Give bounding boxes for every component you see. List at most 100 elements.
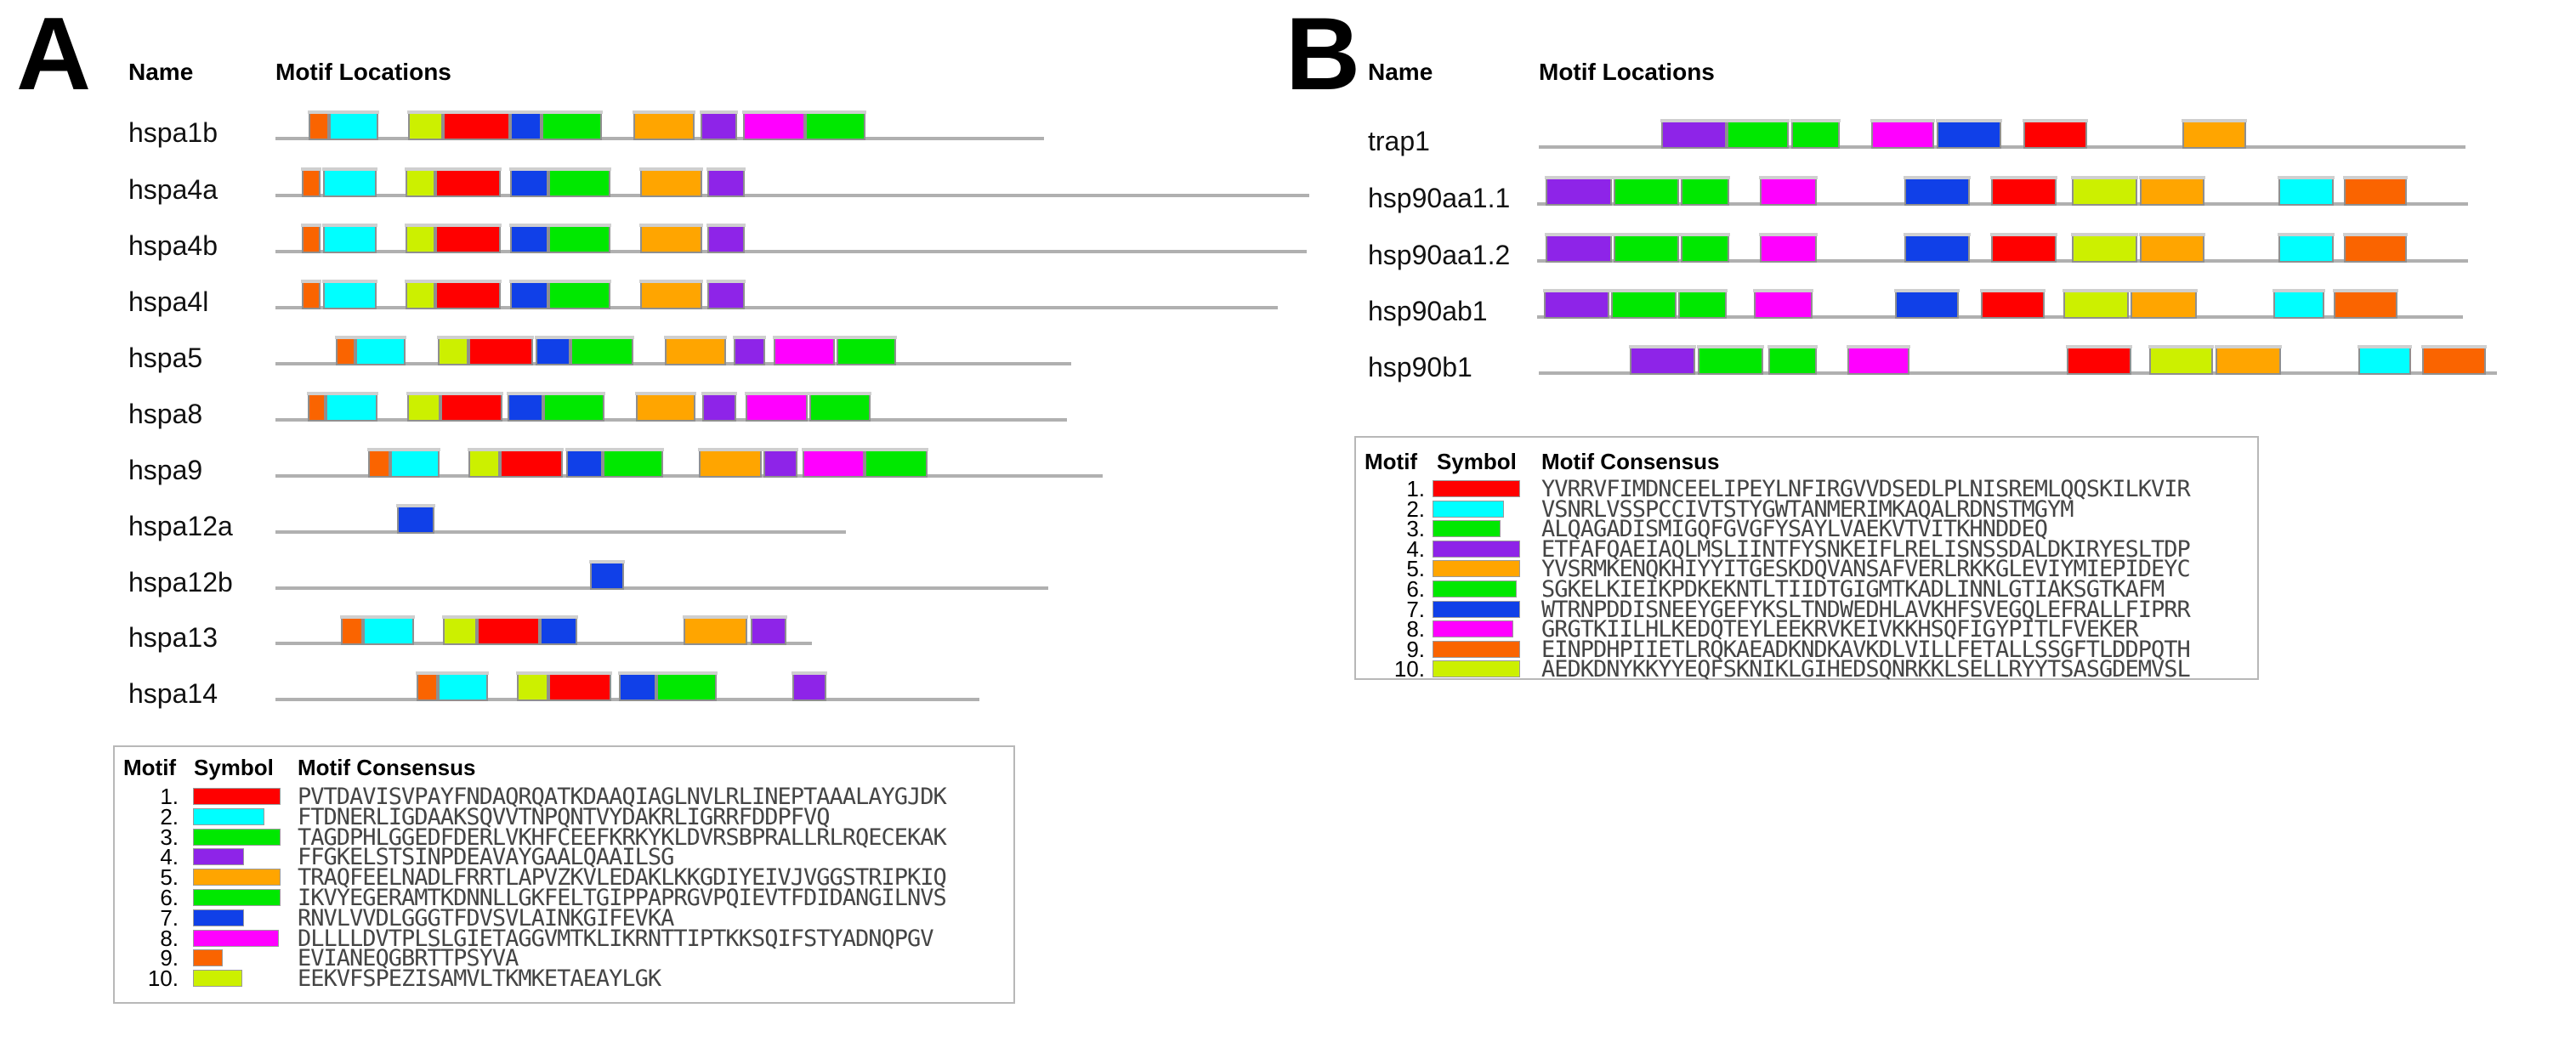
motif-box [362, 615, 415, 645]
motif-box [639, 167, 703, 197]
motif-box [406, 392, 441, 422]
column-header-name: Name [1368, 59, 1433, 85]
legend-header-symbol: Symbol [1437, 449, 1517, 474]
motif-box [468, 336, 534, 365]
motif-box [635, 392, 696, 422]
protein-sequence-line [275, 194, 1309, 197]
motif-box [548, 224, 611, 253]
legend-motif-consensus: YVRRVFIMDNCEELIPEYLNFIRGVVDSEDLPLNISREML… [1541, 476, 2191, 502]
motif-box [2139, 176, 2205, 206]
motif-box [516, 671, 549, 701]
motif-box [700, 110, 738, 140]
motif-box [1847, 345, 1910, 375]
legend-motif-number: 9. [1406, 636, 1425, 662]
legend-motif-number: 10. [147, 966, 179, 992]
motif-box [745, 392, 809, 422]
motif-box [468, 448, 501, 478]
motif-box [301, 167, 321, 197]
motif-box [509, 167, 549, 197]
motif-box [1545, 233, 1613, 263]
column-header-name: Name [128, 59, 194, 85]
protein-sequence-line [275, 586, 1048, 590]
motif-box [633, 110, 695, 140]
motif-box [1790, 119, 1841, 149]
motif-box [1936, 119, 2002, 149]
motif-box [548, 671, 612, 701]
motif-box [322, 224, 377, 253]
motif-box [804, 110, 866, 140]
legend-motif-number: 9. [160, 945, 179, 971]
motif-box [322, 167, 377, 197]
legend-header-consensus: Motif Consensus [1541, 449, 1720, 474]
legend-motif-consensus: FTDNERLIGDAAKSQVVTNPQNTVYDAKRLIGRRFDDPFV… [298, 803, 830, 830]
motif-box [1759, 176, 1818, 206]
motif-box [2333, 289, 2398, 319]
motif-box [763, 448, 798, 478]
legend-motif-consensus: EVIANEQGBRTTPSYVA [298, 945, 519, 972]
motif-box [698, 448, 763, 478]
motif-box [476, 615, 541, 645]
legend-box [1354, 436, 2259, 680]
motif-box [639, 224, 703, 253]
motif-box [535, 336, 571, 365]
protein-name-label: trap1 [1368, 126, 1430, 156]
motif-box [2139, 233, 2205, 263]
legend-motif-number: 7. [160, 904, 179, 931]
motif-box [405, 224, 436, 253]
motif-box [706, 167, 746, 197]
legend-motif-number: 1. [160, 784, 179, 809]
motif-box [416, 671, 439, 701]
motif-box [335, 336, 356, 365]
legend-motif-consensus: RNVLVVDLGGGTFDVSVLAINKGIFEVKA [298, 904, 674, 932]
legend-motif-number: 4. [160, 844, 179, 870]
legend-motif-consensus: FFGKELSTSINPDEAVAYGAALQAAILSG [298, 844, 674, 871]
legend-motif-number: 10. [1393, 656, 1425, 682]
motif-box [437, 671, 489, 701]
legend-motif-swatch [1433, 600, 1520, 618]
motif-box [509, 224, 549, 253]
legend-motif-consensus: EEKVFSPEZISAMVLTKMKETAEAYLGK [298, 966, 661, 993]
legend-motif-number: 5. [1406, 556, 1425, 582]
motif-box [509, 280, 549, 309]
motif-box [434, 167, 502, 197]
motif-box [325, 392, 378, 422]
legend-motif-swatch [193, 828, 281, 846]
legend-motif-consensus: TAGDPHLGGEDFDERLVKHFCEEFKRKYKLDVRSBPRALL… [298, 824, 947, 851]
motif-box [2358, 345, 2412, 375]
protein-name-label: hspa12a [128, 511, 233, 541]
legend-motif-swatch [193, 949, 223, 967]
legend-motif-number: 5. [160, 864, 179, 891]
protein-sequence-line [275, 250, 1307, 253]
legend-motif-number: 3. [160, 824, 179, 850]
legend-motif-consensus: IKVYEGERAMTKDNNLLGKFELTGIPPAPRGVPQIEVTFD… [298, 885, 947, 911]
legend-motif-consensus: SGKELKIEIKPDKEKNTLTIIDTGIGMTKADLINNLGTIA… [1541, 576, 2165, 603]
motif-box [308, 110, 330, 140]
motif-box [1545, 176, 1613, 206]
motif-box [1613, 233, 1680, 263]
motif-box [2063, 289, 2130, 319]
motif-box [683, 615, 748, 645]
legend-motif-swatch [1433, 500, 1504, 518]
motif-box [434, 280, 502, 309]
motif-box [2278, 233, 2335, 263]
motif-box [1677, 289, 1728, 319]
legend-motif-consensus: DLLLLDVTPLSLGIETAGGVMTKLIKRNTTIPTKKSQIFS… [298, 925, 934, 952]
motif-box [548, 280, 611, 309]
motif-box [2182, 119, 2247, 149]
motif-box [706, 280, 746, 309]
motif-box [440, 392, 503, 422]
protein-name-label: hsp90ab1 [1368, 296, 1488, 326]
legend-motif-swatch [193, 869, 281, 886]
motif-box [589, 560, 625, 590]
protein-name-label: hspa5 [128, 343, 203, 373]
motif-box [442, 615, 478, 645]
motif-box [639, 280, 703, 309]
motif-box [407, 110, 444, 140]
legend-header-symbol: Symbol [194, 755, 274, 780]
protein-name-label: hspa4l [128, 286, 209, 317]
legend-motif-swatch [193, 889, 281, 906]
motif-box [864, 448, 928, 478]
legend-motif-consensus: PVTDAVISVPAYFNDAQRQATKDAAQIAGLNVLRLINEPT… [298, 784, 947, 810]
column-header-motif-locations: Motif Locations [275, 59, 451, 85]
